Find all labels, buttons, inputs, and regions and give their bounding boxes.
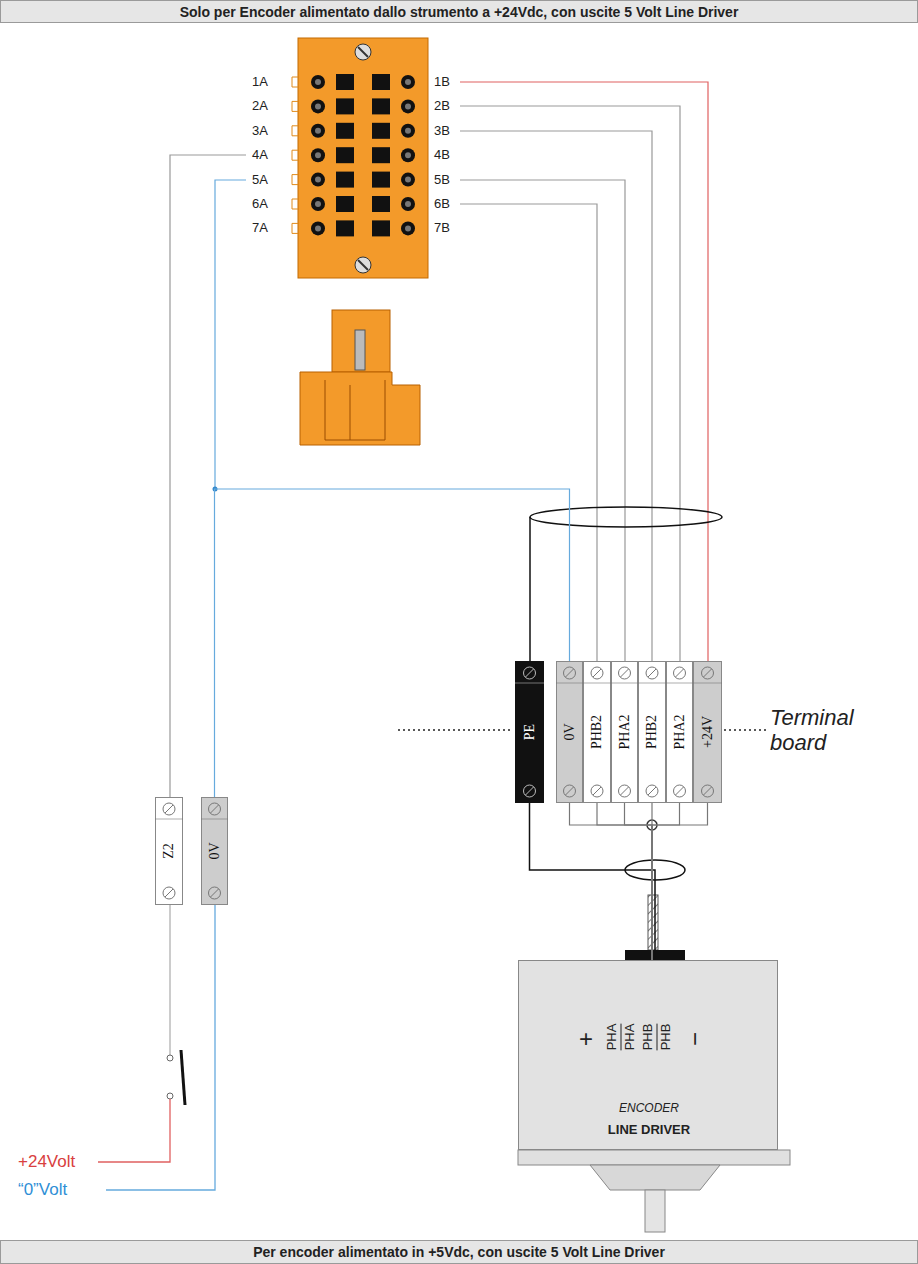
pin-number: 1A xyxy=(252,75,268,90)
encoder-cable xyxy=(518,820,790,1232)
earth-terminal: PE xyxy=(515,661,544,803)
pin-number: 7A xyxy=(252,221,268,236)
wire xyxy=(652,803,708,960)
pin-number: 4B xyxy=(434,148,450,163)
supply-label: “0”Volt xyxy=(18,1180,67,1200)
device-label: LINE DRIVER xyxy=(608,1122,690,1137)
pin-number: 1B xyxy=(434,75,450,90)
terminal-label: PHA2 xyxy=(617,714,633,749)
terminal-label: PHA2 xyxy=(672,714,688,749)
pin-number: 2A xyxy=(252,99,268,114)
terminal-label: PHB2 xyxy=(589,715,605,749)
terminal: +24V xyxy=(693,661,722,803)
callout-label: Terminal board xyxy=(770,705,888,756)
pin-label: PHB xyxy=(658,1024,673,1051)
terminal: PHA2 xyxy=(666,661,693,803)
caption: Per encoder alimentato in +5Vdc, con usc… xyxy=(253,1244,665,1260)
pin-number: 5B xyxy=(434,172,450,187)
encoder-body: +PHAPHAPHBPHB−ENCODERLINE DRIVER xyxy=(518,960,778,1150)
pin-number: 7B xyxy=(434,221,450,236)
pin-number: 3B xyxy=(434,123,450,138)
pin-number: 2B xyxy=(434,99,450,114)
pin-number: 4A xyxy=(252,148,268,163)
wire xyxy=(597,803,652,960)
terminal: PHB2 xyxy=(583,661,611,803)
terminal: 0V xyxy=(556,661,583,803)
pin-label: PHB xyxy=(640,1024,655,1051)
pin-label: + xyxy=(579,1025,593,1053)
wire xyxy=(530,803,656,960)
cable-shield xyxy=(530,507,722,661)
title: Solo per Encoder alimentato dallo strume… xyxy=(180,4,739,20)
terminal-connector xyxy=(292,38,428,278)
supply-label: +24Volt xyxy=(18,1152,75,1172)
switch xyxy=(98,905,215,1190)
pin-number: 3A xyxy=(252,123,268,138)
wire xyxy=(652,803,680,960)
footer-bar: Per encoder alimentato in +5Vdc, con usc… xyxy=(0,1240,918,1264)
terminal-label: 0V xyxy=(207,842,223,859)
terminal-label: Z2 xyxy=(161,843,177,859)
terminal-label: PHB2 xyxy=(644,715,660,749)
terminal: 0V xyxy=(201,797,228,905)
device-label: ENCODER xyxy=(619,1101,679,1115)
terminal-label: PE xyxy=(522,724,538,740)
terminal: PHB2 xyxy=(638,661,666,803)
pin-number: 6A xyxy=(252,197,268,212)
wire xyxy=(570,803,653,960)
wire xyxy=(625,803,653,960)
terminal: PHA2 xyxy=(611,661,638,803)
pin-label: − xyxy=(681,1032,709,1046)
pin-label: PHA xyxy=(604,1024,619,1051)
terminal-label: +24V xyxy=(700,716,716,748)
pin-number: 5A xyxy=(252,172,268,187)
pin-number: 6B xyxy=(434,197,450,212)
pin-label: PHA xyxy=(622,1024,637,1051)
terminal-label: 0V xyxy=(562,723,578,740)
terminal: Z2 xyxy=(155,797,183,905)
header-bar: Solo per Encoder alimentato dallo strume… xyxy=(0,0,918,23)
plug-part xyxy=(300,310,420,445)
